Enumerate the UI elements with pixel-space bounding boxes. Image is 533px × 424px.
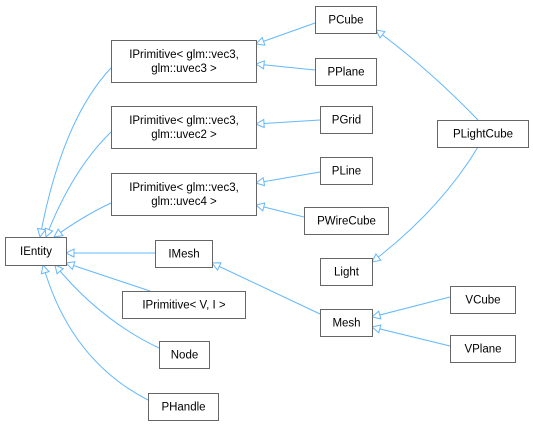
inheritance-edge-iprim_vec3_uvec2-to-ientity [46,131,112,237]
class-node-node[interactable]: Node [159,341,210,369]
class-node-pline[interactable]: PLine [320,157,373,185]
class-node-pgrid[interactable]: PGrid [320,106,373,134]
class-node-label: IPrimitive< V, I > [142,300,226,312]
inheritance-edge-plightcube-to-light [372,146,479,262]
class-node-box [315,58,377,86]
class-node-box [111,106,257,149]
class-node-iprim_vec3_uvec2[interactable]: IPrimitive< glm::vec3,glm::uvec2 > [111,106,257,149]
class-node-label: PCube [328,15,363,27]
class-node-vplane[interactable]: VPlane [450,335,516,363]
class-node-vcube[interactable]: VCube [450,286,516,314]
inheritance-edge-iprim_vec3_uvec4-to-ientity [54,202,112,237]
class-node-box [5,237,67,266]
class-node-label: IPrimitive< glm::vec3, [129,115,239,127]
class-node-box [155,240,213,268]
class-node-box [320,157,373,185]
class-node-iprim_vec3_uvec4[interactable]: IPrimitive< glm::vec3,glm::uvec4 > [111,173,257,216]
class-node-box [148,393,219,421]
inheritance-edge-iprim_v_i-to-ientity [66,263,151,292]
inheritance-edge-vplane-to-mesh [372,327,451,347]
inheritance-edge-pline-to-iprim_vec3_uvec4 [256,171,321,183]
class-node-box [320,258,373,286]
class-node-box [315,6,377,34]
class-node-pplane[interactable]: PPlane [315,58,377,86]
inheritance-edge-pcube-to-iprim_vec3_uvec3 [256,22,316,44]
class-node-label: Light [334,267,360,279]
class-node-label: VPlane [464,344,501,356]
class-node-label: PGrid [332,115,361,127]
class-node-label: IPrimitive< glm::vec3, [129,49,239,61]
class-node-label: Node [171,350,199,362]
inheritance-edge-pwirecube-to-iprim_vec3_uvec4 [256,205,305,218]
class-node-label: glm::uvec2 > [151,129,217,141]
class-node-box [450,335,516,363]
class-node-phandle[interactable]: PHandle [148,393,219,421]
class-node-label: VCube [465,295,500,307]
class-node-mesh[interactable]: Mesh [320,309,373,337]
class-node-box [122,291,246,319]
class-node-label: glm::uvec4 > [151,196,217,208]
inheritance-edge-pgrid-to-iprim_vec3_uvec2 [256,120,321,124]
class-node-label: PPlane [327,67,364,79]
class-node-pwirecube[interactable]: PWireCube [304,207,389,235]
class-node-pcube[interactable]: PCube [315,6,377,34]
class-node-label: Mesh [332,318,360,330]
inheritance-edge-vcube-to-mesh [372,296,451,317]
class-node-box [111,173,257,216]
class-node-iprim_vec3_uvec3[interactable]: IPrimitive< glm::vec3,glm::uvec3 > [111,40,257,83]
class-node-label: IPrimitive< glm::vec3, [129,182,239,194]
class-node-label: IEntity [20,246,52,258]
inheritance-edge-plightcube-to-pcube [376,30,479,121]
class-node-label: glm::uvec3 > [151,63,217,75]
class-node-label: PLine [332,166,361,178]
inheritance-edge-node-to-ientity [55,265,160,349]
class-node-imesh[interactable]: IMesh [155,240,213,268]
class-node-label: PWireCube [317,216,376,228]
class-node-box [159,341,210,369]
class-node-iprim_v_i[interactable]: IPrimitive< V, I > [122,291,246,319]
class-node-light[interactable]: Light [320,258,373,286]
class-node-box [437,120,529,148]
class-node-plightcube[interactable]: PLightCube [437,120,529,148]
class-node-ientity[interactable]: IEntity [5,237,67,266]
class-node-box [320,309,373,337]
inheritance-edge-phandle-to-ientity [43,265,149,401]
class-node-box [304,207,389,235]
class-node-label: IMesh [168,249,199,261]
inheritance-edge-pplane-to-iprim_vec3_uvec3 [256,64,316,71]
class-node-box [450,286,516,314]
class-node-box [320,106,373,134]
class-node-box [111,40,257,83]
edges-layer [40,22,479,401]
class-node-label: PLightCube [453,129,513,141]
inheritance-edge-iprim_vec3_uvec3-to-ientity [40,67,112,237]
inheritance-edge-mesh-to-imesh [212,263,321,315]
class-node-label: PHandle [161,402,205,414]
